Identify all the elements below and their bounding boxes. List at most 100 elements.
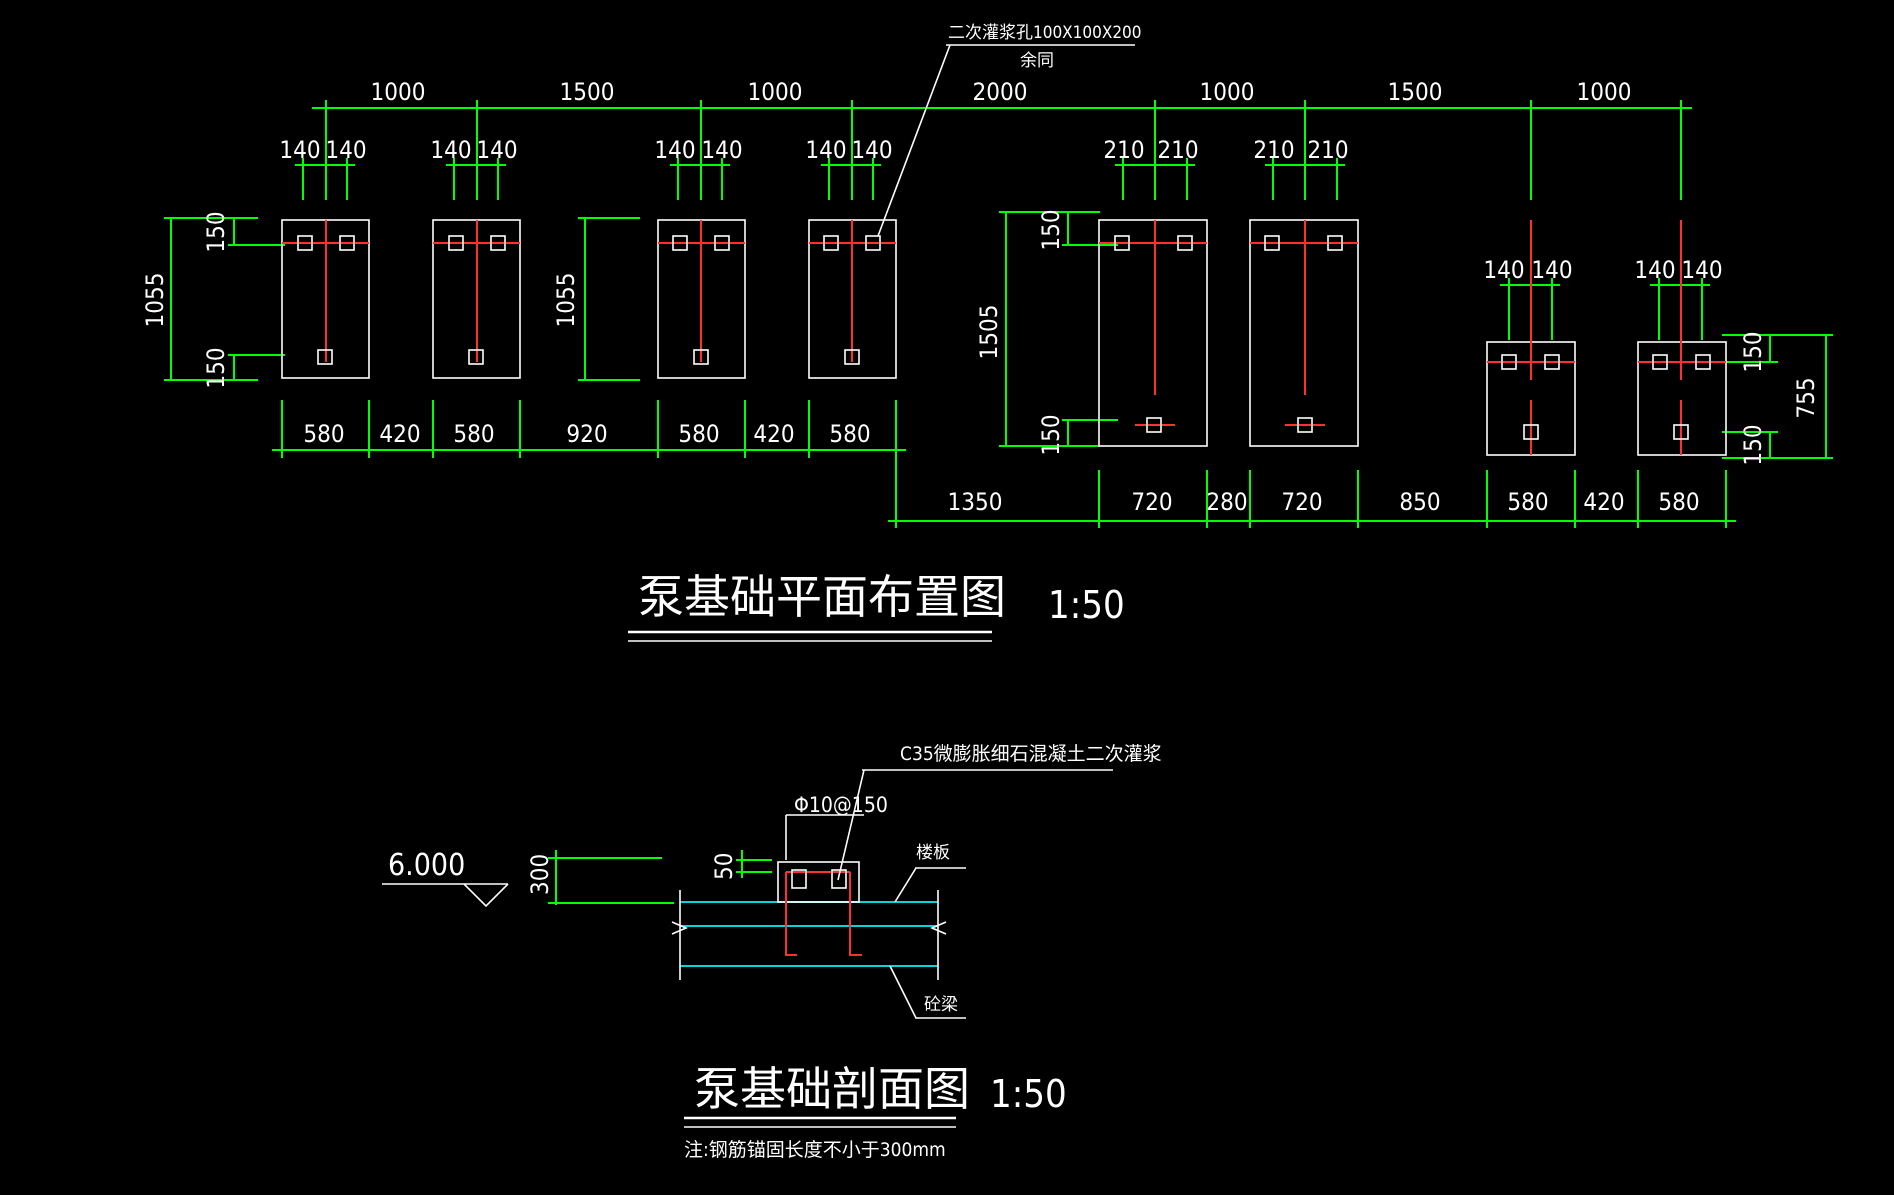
top-dimension-chain: 1000 1500 1000 2000 1000 1500 1000 — [312, 78, 1692, 200]
grout-hole-icon — [1501, 354, 1517, 370]
bottom-dim-720: 720 — [1131, 488, 1172, 516]
bottom-dim-580: 580 — [303, 420, 344, 448]
bolt-dim-140: 140 — [701, 136, 742, 164]
bolt-dim-140: 140 — [1634, 256, 1675, 284]
pump-base-section — [777, 861, 862, 956]
bolt-dim-140: 140 — [430, 136, 471, 164]
bottom-dimension-chain-left: 580 420 580 920 580 420 580 — [272, 400, 906, 458]
grout-hole-icon — [844, 349, 860, 365]
section-title-block: 泵基础剖面图 1:50 注:钢筋锚固长度不小于300mm — [684, 1062, 1067, 1161]
grout-hole-icon — [448, 235, 464, 251]
bottom-dim-580: 580 — [678, 420, 719, 448]
pump-base-small — [1486, 220, 1576, 456]
bolt-dim-210: 210 — [1253, 136, 1294, 164]
bottom-dim-1350: 1350 — [948, 488, 1003, 516]
grout-hole-icon — [490, 235, 506, 251]
bottom-dim-850: 850 — [1399, 488, 1440, 516]
section-note: 注:钢筋锚固长度不小于300mm — [684, 1139, 946, 1161]
grout-hole-icon — [1146, 417, 1162, 433]
mid-height-dim: 1055 — [552, 273, 580, 328]
top-dim-7: 1000 — [1577, 78, 1632, 106]
bolt-dim-140: 140 — [1681, 256, 1722, 284]
grout-hole-icon — [1264, 235, 1280, 251]
plan-title: 泵基础平面布置图 — [638, 570, 1006, 624]
section-scale: 1:50 — [990, 1072, 1067, 1116]
slab-and-beam — [671, 890, 947, 980]
grout-hole-icon — [297, 235, 313, 251]
grout-hole-icon — [1673, 424, 1689, 440]
plan-scale: 1:50 — [1048, 583, 1125, 627]
bottom-dim-580: 580 — [1658, 488, 1699, 516]
bottom-dim-920: 920 — [566, 420, 607, 448]
bottom-dim-420: 420 — [1583, 488, 1624, 516]
grout-hole-icon — [468, 349, 484, 365]
pump-base — [657, 219, 746, 379]
grout-label: C35微膨胀细石混凝土二次灌浆 — [900, 743, 1162, 765]
top-dim-5: 1000 — [1200, 78, 1255, 106]
bolt-dim-140: 140 — [654, 136, 695, 164]
grout-note-line2: 余同 — [1020, 51, 1054, 71]
bottom-dim-580: 580 — [453, 420, 494, 448]
edge-dim-150: 150 — [1739, 331, 1767, 372]
plan-view: 1000 1500 1000 2000 1000 1500 1000 140 1… — [141, 23, 1833, 642]
grout-hole-icon — [1177, 235, 1193, 251]
bottom-dim-580: 580 — [1507, 488, 1548, 516]
grout-hole-icon — [831, 869, 847, 889]
top-dim-4: 2000 — [973, 78, 1028, 106]
pump-base-small — [1637, 220, 1727, 456]
slab-label: 楼板 — [916, 843, 950, 863]
far-right-height-dim: 755 — [1792, 377, 1820, 418]
section-leaders: C35微膨胀细石混凝土二次灌浆 Φ10@150 楼板 砼梁 — [785, 743, 1162, 1019]
bottom-dimension-chain-right: 1350 720 280 720 850 580 420 580 — [888, 458, 1736, 528]
top-dim-6: 1500 — [1388, 78, 1443, 106]
left-vertical-dims: 1055 150 150 1055 1505 150 150 755 — [141, 209, 1833, 466]
bolt-dim-210: 210 — [1103, 136, 1144, 164]
top-dim-1: 1000 — [371, 78, 426, 106]
section-title: 泵基础剖面图 — [694, 1062, 970, 1116]
grout-hole-icon — [1523, 424, 1539, 440]
bottom-dim-420: 420 — [753, 420, 794, 448]
edge-dim-150: 150 — [202, 211, 230, 252]
section-height-dims: 300 50 — [526, 850, 772, 905]
pump-bases — [281, 219, 1727, 456]
edge-dim-150: 150 — [1037, 209, 1065, 250]
grout-hole-icon — [1695, 354, 1711, 370]
beam-label: 砼梁 — [924, 995, 958, 1015]
height-dim-50: 50 — [710, 853, 738, 880]
rebar-label: Φ10@150 — [794, 793, 888, 817]
elevation-value: 6.000 — [388, 848, 465, 883]
bolt-dim-140: 140 — [279, 136, 320, 164]
plan-title-block: 泵基础平面布置图 1:50 — [628, 570, 1125, 642]
bolt-dim-140: 140 — [325, 136, 366, 164]
bolt-spacing-dims: 140 140 140 140 140 140 140 140 210 210 … — [279, 136, 1723, 340]
bolt-dim-210: 210 — [1157, 136, 1198, 164]
bolt-dim-140: 140 — [1483, 256, 1524, 284]
grout-hole-icon — [1297, 417, 1313, 433]
bolt-dim-140: 140 — [1531, 256, 1572, 284]
left-height-dim: 1055 — [141, 273, 169, 328]
bolt-dim-140: 140 — [805, 136, 846, 164]
grout-hole-icon — [693, 349, 709, 365]
right-height-dim: 1505 — [975, 305, 1003, 360]
bolt-dim-210: 210 — [1307, 136, 1348, 164]
pump-base — [808, 219, 897, 379]
bolt-dim-140: 140 — [476, 136, 517, 164]
edge-dim-150: 150 — [1037, 414, 1065, 455]
elevation-mark: 6.000 — [382, 848, 509, 908]
edge-dim-150: 150 — [202, 347, 230, 388]
grout-hole-icon — [714, 235, 730, 251]
grout-hole-icon — [339, 235, 355, 251]
grout-hole-note: 二次灌浆孔100X100X200 余同 — [877, 23, 1142, 237]
bottom-dim-420: 420 — [379, 420, 420, 448]
pump-base-large — [1098, 219, 1208, 447]
grout-hole-icon — [1652, 354, 1668, 370]
edge-dim-150: 150 — [1739, 424, 1767, 465]
pump-base — [432, 219, 521, 379]
pump-base-large — [1249, 219, 1359, 447]
grout-hole-icon — [672, 235, 688, 251]
grout-hole-icon — [317, 349, 333, 365]
grout-hole-icon — [865, 235, 881, 251]
bottom-dim-280: 280 — [1206, 488, 1247, 516]
pump-base — [281, 219, 370, 379]
